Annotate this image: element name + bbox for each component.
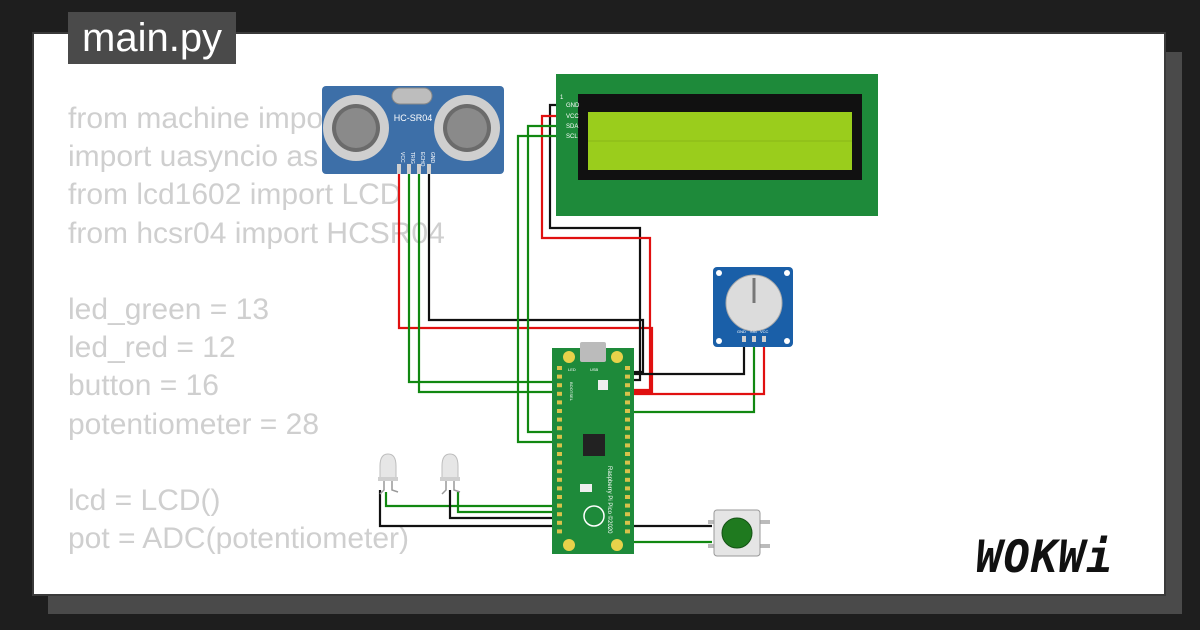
pico-pin — [625, 477, 630, 482]
pico-pin — [557, 503, 562, 508]
pico-usb-label: USB — [590, 367, 599, 372]
ultrasonic-pin-label: GND — [429, 152, 435, 164]
code-line: lcd = LCD() — [68, 483, 221, 517]
pico-pin — [625, 391, 630, 396]
wire-led1-anode[interactable] — [384, 492, 558, 508]
lcd-pin-label: GND — [566, 103, 580, 109]
wire-lcd-scl[interactable] — [516, 134, 565, 444]
wire-lcd-sda[interactable] — [526, 124, 565, 434]
code-line: pot = ADC(potentiometer) — [68, 522, 410, 556]
ultrasonic-pin-label: ECHO — [419, 152, 425, 167]
pot-pin-label: VCC — [760, 329, 769, 334]
wokwi-logo[interactable]: WOKWi — [976, 532, 1114, 583]
pico-pin — [557, 486, 562, 491]
wire-led2-anode[interactable] — [456, 492, 558, 514]
pico-pin — [557, 366, 562, 370]
raspberry-pi-pico[interactable]: LED USB BOOTSEL Raspberry Pi Pico ©2020 — [552, 342, 634, 554]
pico-pin — [557, 477, 562, 482]
code-line: button = 16 — [68, 369, 219, 403]
potentiometer[interactable]: GND SIG VCC — [713, 267, 793, 347]
pico-pin — [625, 434, 630, 439]
pico-pin — [557, 434, 562, 439]
raspberry-logo — [583, 505, 605, 527]
led-1[interactable] — [378, 453, 399, 495]
pico-pin — [557, 409, 562, 413]
button-cap[interactable] — [721, 517, 753, 549]
pico-pin — [625, 383, 630, 388]
pico-pin — [625, 512, 630, 517]
code-line: led_green = 13 — [68, 292, 270, 326]
code-line: from lcd1602 import LCD — [68, 178, 402, 212]
pico-pin — [625, 452, 630, 456]
wire-pot-gnd[interactable] — [632, 338, 746, 376]
pico-pin — [625, 443, 630, 448]
code-line: from hcsr04 import HCSR04 — [68, 216, 445, 250]
wire-ultrasonic-trig[interactable] — [407, 164, 558, 384]
pico-led-label: LED — [568, 367, 576, 372]
lcd-pin-label: VCC — [566, 114, 579, 120]
pico-pin — [625, 495, 630, 499]
pico-pin — [557, 443, 562, 448]
wire-pot-vcc[interactable] — [632, 338, 766, 396]
code-line: potentiometer = 28 — [68, 407, 320, 441]
rp2040-chip — [583, 434, 605, 456]
lcd-display[interactable]: 1 GND VCC SDA SCL — [556, 74, 878, 216]
wire-led1-cathode[interactable] — [378, 490, 558, 528]
pico-pin — [625, 503, 630, 508]
wire-lcd-gnd[interactable] — [548, 103, 642, 382]
code-line: led_red = 12 — [68, 331, 236, 365]
pico-pin — [625, 460, 630, 465]
pico-pin — [557, 460, 562, 465]
pico-pin — [625, 374, 630, 379]
lcd-pin-marker: 1 — [560, 95, 564, 101]
pico-pin — [625, 409, 630, 413]
pico-pin — [557, 495, 562, 499]
pico-pin — [625, 529, 630, 534]
pico-board-label: Raspberry Pi Pico ©2020 — [606, 466, 613, 534]
pico-pin — [625, 366, 630, 370]
pot-pin-label: GND — [737, 329, 746, 334]
pico-pin-headers — [557, 366, 630, 534]
push-button[interactable] — [708, 509, 770, 557]
pot-pin-label: SIG — [750, 329, 757, 334]
pico-pin — [625, 469, 630, 474]
wire-pot-sig[interactable] — [632, 338, 756, 414]
pico-pin — [557, 520, 562, 525]
usb-port — [580, 342, 606, 362]
pico-pin — [557, 417, 562, 422]
ultrasonic-pin-label: TRIG — [409, 152, 415, 164]
wire-ultrasonic-vcc[interactable] — [397, 164, 654, 394]
ultrasonic-pin-label: VCC — [399, 152, 405, 163]
pico-pin — [557, 374, 562, 379]
filename-tab[interactable]: main.py — [68, 12, 237, 64]
pico-pin — [625, 400, 630, 405]
pico-pin — [557, 383, 562, 388]
pico-pin — [557, 426, 562, 431]
led-2[interactable] — [440, 453, 461, 495]
lcd-pin-label: SDA — [566, 124, 578, 130]
wire-led2-cathode[interactable] — [448, 490, 558, 520]
wire-ultrasonic-echo[interactable] — [417, 164, 558, 394]
pico-pin — [557, 512, 562, 517]
pico-pin — [625, 486, 630, 491]
ultrasonic-label: HC-SR04 — [394, 113, 433, 123]
pico-pin — [625, 426, 630, 431]
pico-pin — [625, 520, 630, 525]
pico-pin — [557, 391, 562, 396]
ultrasonic-sensor[interactable]: HC-SR04 VCC TRIG ECHO GND — [322, 86, 504, 174]
wires — [378, 103, 766, 544]
pico-pin — [625, 417, 630, 422]
pico-bootsel-label: BOOTSEL — [569, 382, 574, 402]
pico-pin — [557, 529, 562, 534]
pico-pin — [557, 452, 562, 456]
pico-pin — [557, 400, 562, 405]
wire-lcd-vcc[interactable] — [540, 114, 652, 392]
pico-pin — [557, 469, 562, 474]
lcd-pin-label: SCL — [566, 134, 578, 140]
